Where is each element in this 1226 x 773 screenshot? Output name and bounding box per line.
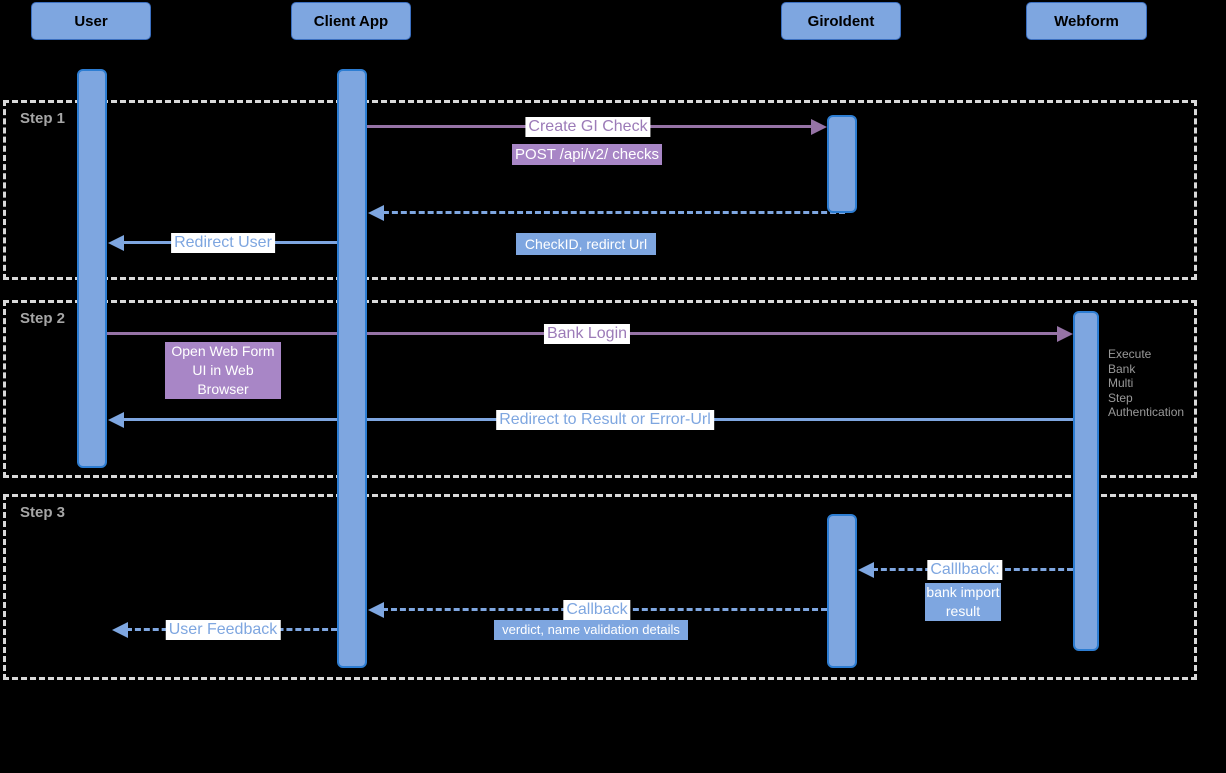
giroident-activation-bar-step3: [827, 514, 857, 668]
webform-callback-arrowhead-icon: [858, 562, 874, 578]
webform-auth-note: Execute Bank Multi Step Authentication: [1108, 347, 1184, 420]
step1-frame: Step 1: [3, 100, 1197, 280]
webform-auth-note-line: Execute: [1108, 347, 1152, 361]
redirect-result-arrowhead-icon: [108, 412, 124, 428]
actor-client-app-label: Client App: [313, 12, 389, 30]
check-created-return-arrowhead-icon: [368, 205, 384, 221]
bank-import-result-line2: result: [945, 603, 981, 619]
post-api-checks-label: POST /api/v2/ checks: [512, 144, 662, 165]
redirect-user-label: Redirect User: [171, 233, 275, 253]
verdict-details-label: verdict, name validation details: [494, 620, 688, 640]
webform-activation-bar: [1073, 311, 1099, 651]
bank-import-result-label: bank import result: [925, 583, 1001, 621]
actor-user-label: User: [74, 12, 108, 30]
step3-frame: Step 3: [3, 494, 1197, 680]
bank-login-label: Bank Login: [543, 324, 631, 344]
webform-auth-note-line: Multi: [1108, 376, 1134, 390]
actor-giroident-label: GiroIdent: [807, 12, 875, 30]
open-web-form-line2: UI in Web Browser: [192, 362, 254, 397]
step1-label: Step 1: [20, 110, 66, 127]
webform-callback-label: Calllback:: [927, 560, 1003, 580]
user-activation-bar: [77, 69, 107, 468]
step2-label: Step 2: [20, 310, 66, 327]
step3-label: Step 3: [20, 504, 66, 521]
checkid-redirect-url-label: CheckID, redirct Url: [516, 233, 656, 255]
create-gi-check-arrowhead-icon: [811, 119, 827, 135]
bank-login-arrowhead-icon: [1057, 326, 1073, 342]
actor-webform: Webform: [1026, 2, 1147, 40]
actor-giroident: GiroIdent: [781, 2, 901, 40]
client-app-activation-bar: [337, 69, 367, 668]
redirect-user-arrowhead-icon: [108, 235, 124, 251]
user-feedback-arrowhead-icon: [112, 622, 128, 638]
open-web-form-label: Open Web Form UI in Web Browser: [165, 342, 281, 399]
giroident-callback-arrowhead-icon: [368, 602, 384, 618]
check-created-return-arrow: [374, 211, 845, 214]
user-feedback-label: User Feedback: [165, 620, 281, 640]
redirect-result-label: Redirect to Result or Error-Url: [496, 410, 714, 430]
webform-auth-note-line: Step: [1108, 390, 1133, 405]
step2-frame: Step 2: [3, 300, 1197, 478]
giroident-activation-bar-step1: [827, 115, 857, 213]
create-gi-check-label: Create GI Check: [525, 117, 651, 137]
webform-auth-note-line: Bank: [1108, 361, 1136, 376]
open-web-form-line1: Open Web Form: [171, 343, 275, 359]
bank-import-result-line1: bank import: [926, 584, 1000, 600]
actor-client-app: Client App: [291, 2, 411, 40]
webform-auth-note-line: Authentication: [1108, 405, 1185, 419]
giroident-callback-label: Callback: [563, 600, 631, 620]
actor-webform-label: Webform: [1054, 12, 1119, 30]
actor-user: User: [31, 2, 151, 40]
